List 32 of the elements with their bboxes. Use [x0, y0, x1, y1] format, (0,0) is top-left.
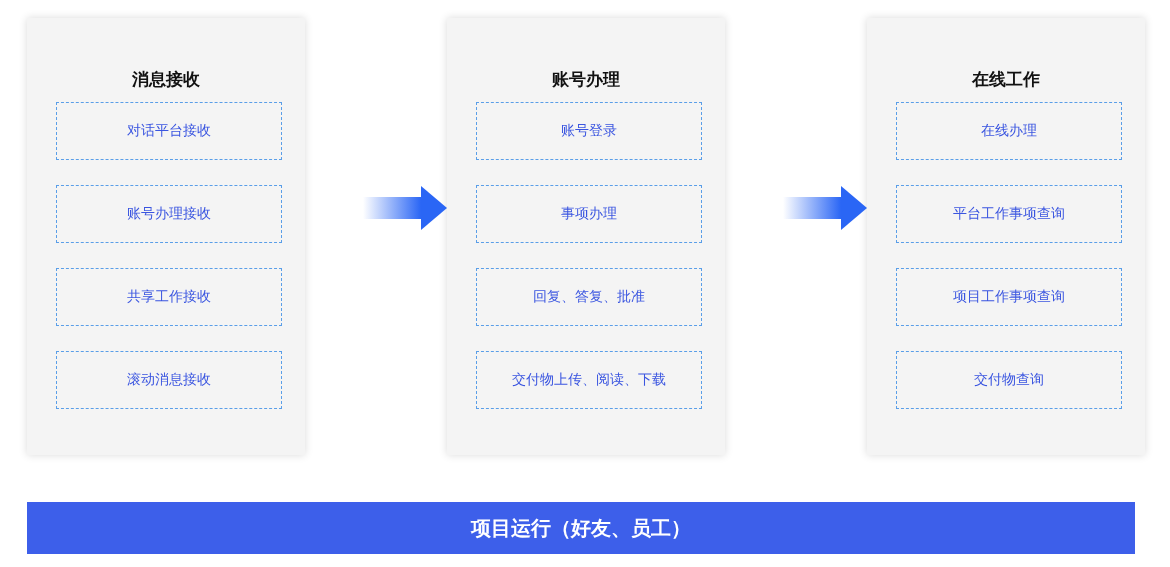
function-label: 项目工作事项查询 [953, 288, 1065, 306]
function-label: 对话平台接收 [127, 122, 211, 140]
function-label: 交付物上传、阅读、下载 [512, 371, 666, 389]
function-box [476, 268, 702, 326]
panel-heading: 在线工作 [971, 68, 1041, 91]
function-label: 回复、答复、批准 [533, 288, 645, 306]
function-box [56, 268, 282, 326]
category-panel [867, 18, 1145, 455]
base-bar [27, 502, 1135, 554]
function-box [56, 102, 282, 160]
function-label: 在线办理 [981, 122, 1037, 140]
function-label: 共享工作接收 [127, 288, 211, 306]
function-box [896, 185, 1122, 243]
function-box [476, 351, 702, 409]
function-label: 账号办理接收 [127, 205, 211, 223]
function-label: 滚动消息接收 [127, 371, 211, 389]
bar-label: 项目运行（好友、员工） [471, 514, 691, 542]
function-box [56, 185, 282, 243]
panel-heading: 消息接收 [131, 68, 201, 91]
function-label: 交付物查询 [974, 371, 1044, 389]
function-box [56, 351, 282, 409]
function-box [476, 185, 702, 243]
panel-heading: 账号办理 [551, 68, 621, 91]
function-box [896, 268, 1122, 326]
function-box [896, 351, 1122, 409]
function-label: 账号登录 [561, 122, 617, 140]
category-panel [27, 18, 305, 455]
function-box [896, 102, 1122, 160]
function-label: 事项办理 [561, 205, 617, 223]
category-panel [447, 18, 725, 455]
function-box [476, 102, 702, 160]
function-label: 平台工作事项查询 [953, 205, 1065, 223]
